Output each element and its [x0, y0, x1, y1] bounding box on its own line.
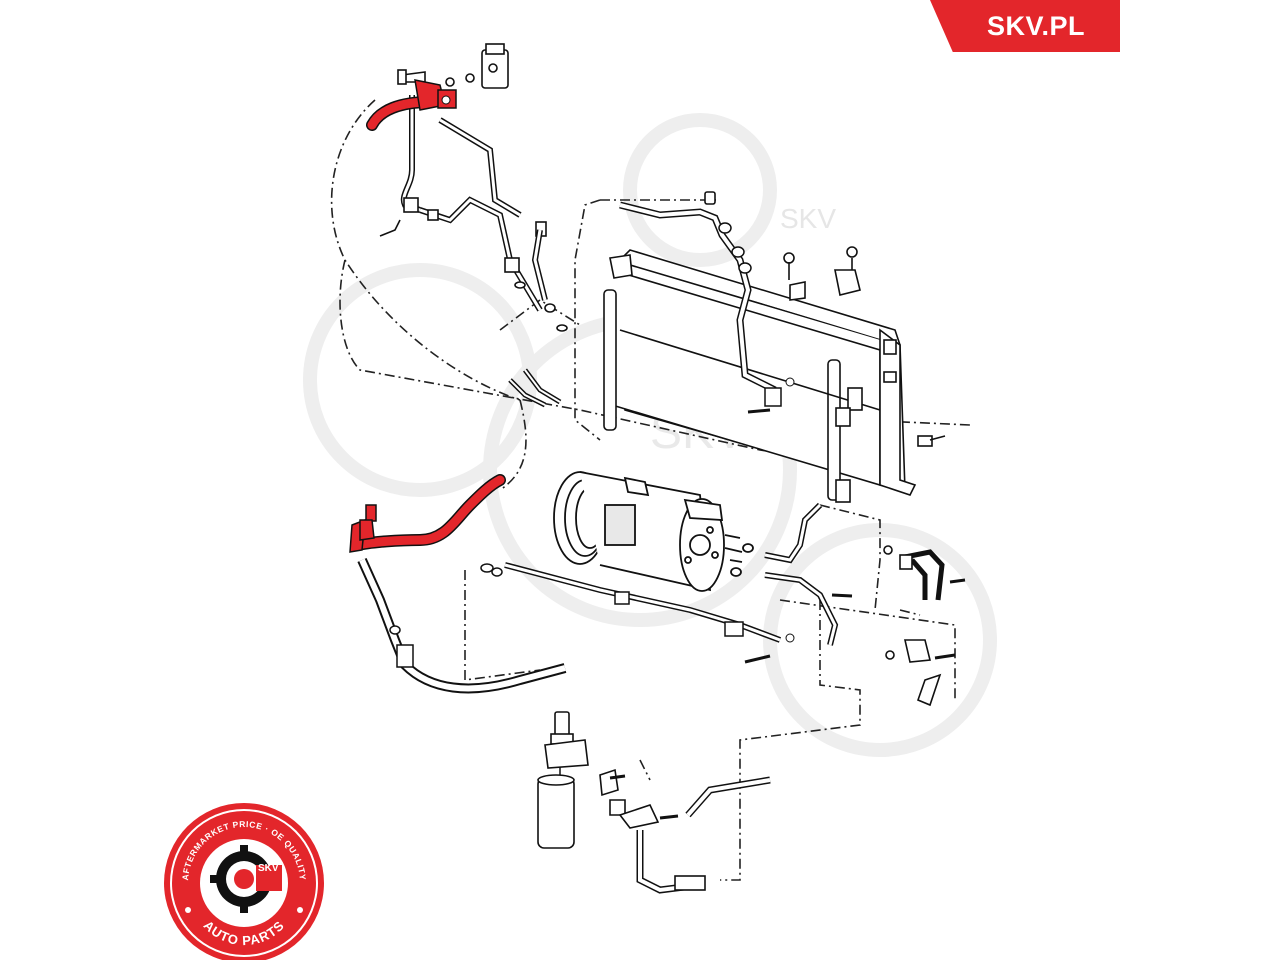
brand-tag-label: SKV.PL [986, 10, 1086, 41]
compressor-lines [480, 502, 853, 664]
condenser-pipe [619, 201, 795, 414]
highlighted-hose-upper [366, 79, 457, 131]
lower-hose [357, 557, 567, 694]
routing-dash-lines [330, 99, 971, 881]
right-fittings [883, 545, 966, 707]
ac-compressor [553, 471, 754, 592]
watermark-text-1: SKV [780, 203, 836, 234]
brand-tag[interactable]: SKV.PL [930, 0, 1120, 52]
skv-badge: SKV AFTERMARKET PRICE · OE QUALITY AUTO … [164, 803, 324, 960]
expansion-valve-assembly [379, 43, 568, 408]
receiver-drier [537, 711, 771, 894]
badge-center-text: SKV [258, 863, 279, 874]
highlighted-hose-lower [349, 474, 506, 553]
